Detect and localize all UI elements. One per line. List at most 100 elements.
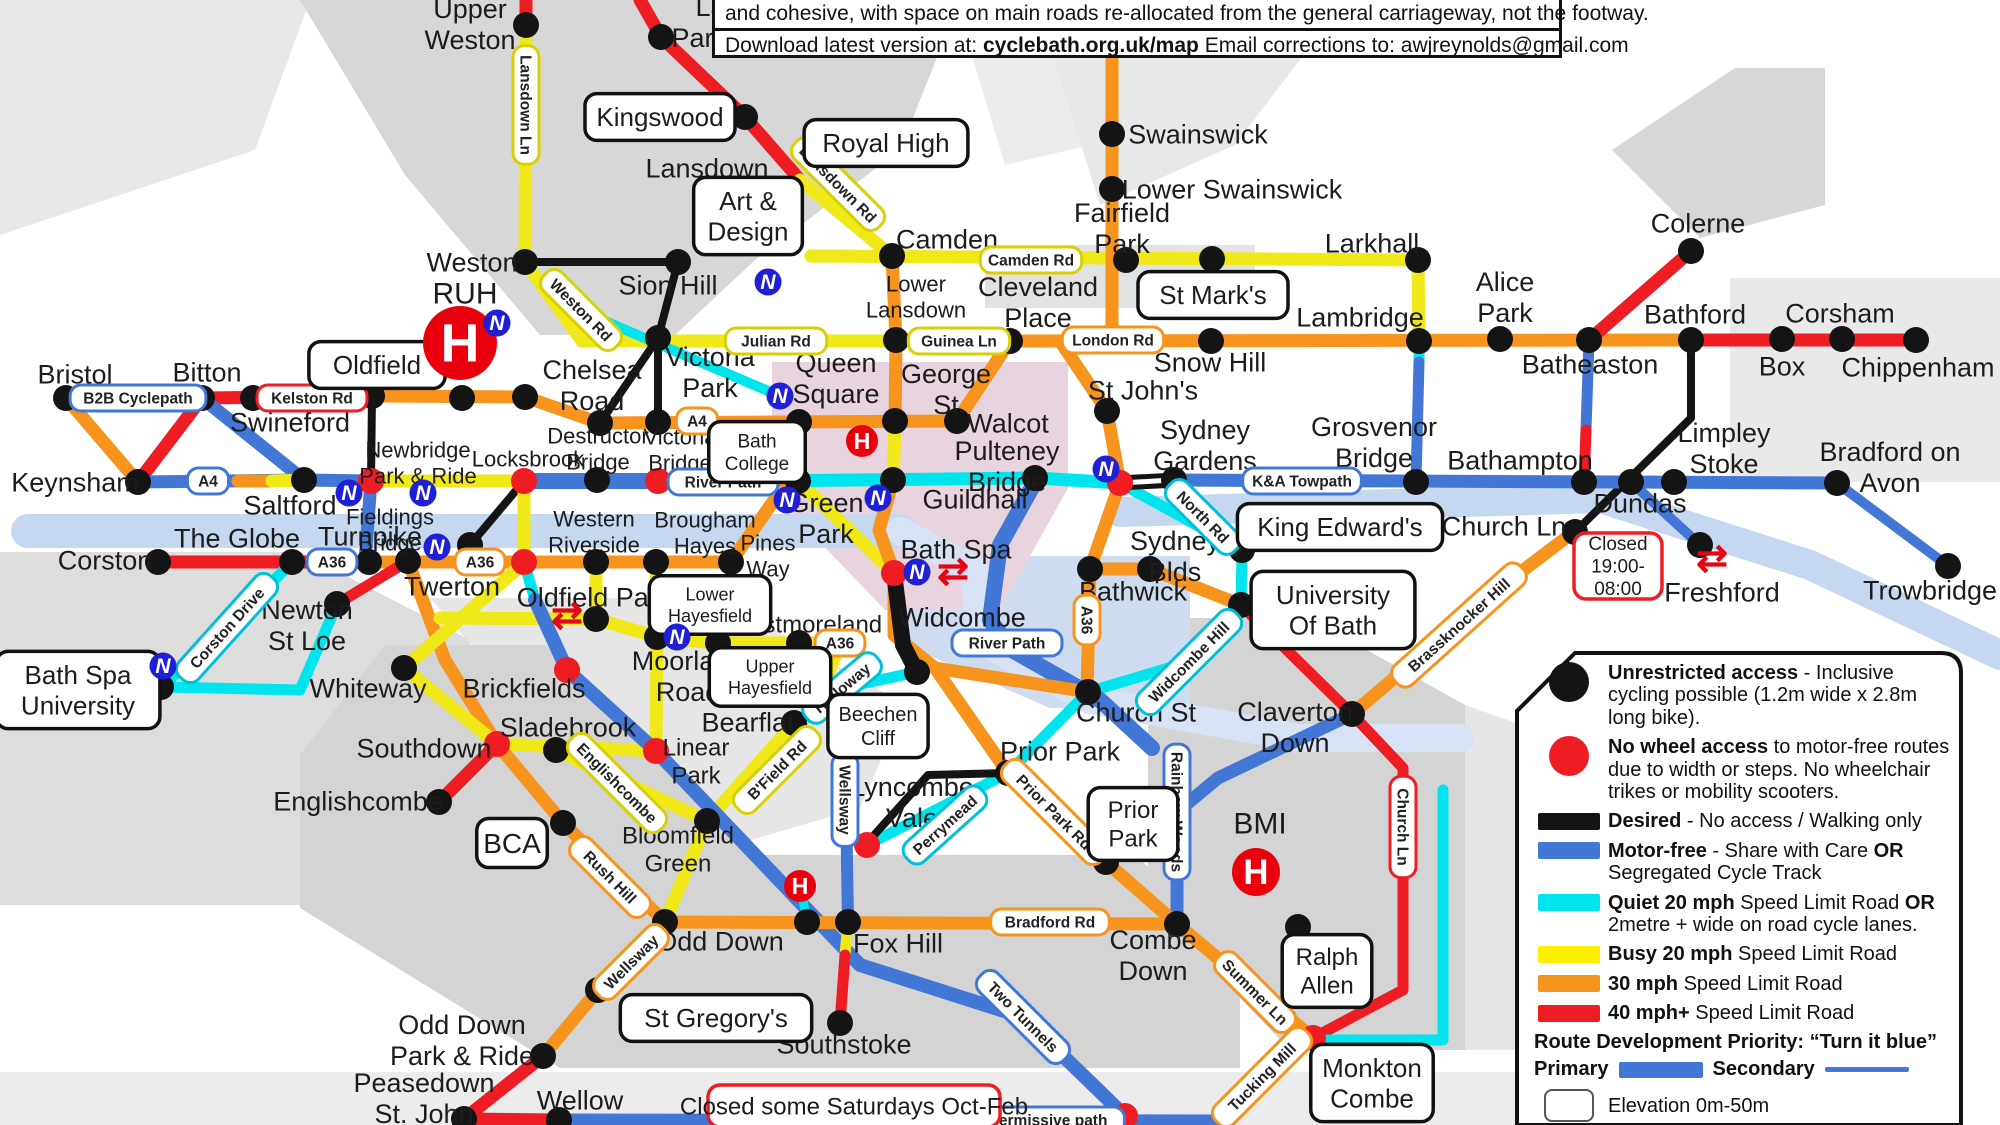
station-dot <box>694 808 720 834</box>
school-box-bg <box>1309 1042 1435 1124</box>
terrain-area <box>300 0 960 335</box>
rail-station-icon: ⇄ <box>551 595 583 637</box>
road-pill: Julian Rd <box>723 326 829 356</box>
route-line <box>358 474 378 569</box>
station-dot <box>550 810 576 836</box>
hospital-icon-letter: H <box>792 873 809 899</box>
text-run: Segregated Cycle Track <box>1608 862 1822 885</box>
road-pill-label: A36 <box>1078 606 1095 635</box>
station-dot <box>584 467 610 493</box>
ncn-icon-letter: N <box>772 385 788 408</box>
road-pill: Church Ln <box>1388 774 1418 880</box>
station-label: Gardens <box>1153 446 1257 476</box>
station-dot <box>1618 469 1644 495</box>
station-dot <box>512 384 538 410</box>
no-wheel-access-dot <box>554 657 580 683</box>
road-pill-bg <box>906 326 1012 356</box>
station-dot <box>1405 247 1431 273</box>
legend-elevation-row-0-swatch <box>1530 1089 1608 1123</box>
closure-notice-label: Closed some Saturdays Oct-Feb <box>680 1093 1028 1120</box>
school-box-bg <box>691 175 805 257</box>
station-label: Walcot <box>967 408 1049 438</box>
school-box-label: Upper <box>745 657 794 677</box>
legend-priority-title: Route Development Priority: “Turn it blu… <box>1534 1031 1937 1054</box>
station-dot <box>513 12 539 38</box>
station-label: Sion Hill <box>618 270 717 300</box>
school-box-bg <box>1235 501 1445 553</box>
station-dot <box>1137 556 1163 582</box>
legend-row-2-swatch <box>1530 810 1608 832</box>
legend-row-1-swatch <box>1530 736 1608 777</box>
station-label: Brougham <box>654 508 756 533</box>
road-pill-bg <box>174 571 280 685</box>
station-label: Down <box>1118 956 1187 986</box>
route-line <box>654 258 682 342</box>
primary-label: Primary <box>1534 1058 1609 1081</box>
station-label: Fox Hill <box>853 928 943 958</box>
station-dot <box>583 606 609 632</box>
station-dot <box>648 24 674 50</box>
text-run: Speed Limit Road <box>1689 1002 1855 1025</box>
station-label: Corston <box>58 545 153 575</box>
station-label: Limpley <box>1677 418 1771 448</box>
road-pill-label: A36 <box>318 555 347 572</box>
station-label: Park <box>671 762 721 789</box>
road-pill-label: A4 <box>198 474 218 491</box>
ncn-icon-letter: N <box>489 312 505 335</box>
station-label: Lansdown <box>866 298 966 323</box>
legend-row-0-text: Unrestricted access - Inclusive cycling … <box>1608 662 1950 729</box>
rail-station-icon: ⇄ <box>1696 538 1728 580</box>
ncn-icon-letter: N <box>341 482 357 505</box>
road-pill-bg <box>978 245 1084 275</box>
school-box-label: Ralph <box>1296 944 1359 971</box>
station-label: Pines <box>740 531 795 556</box>
station-label: Odd Down <box>656 926 784 956</box>
route-line <box>466 477 528 549</box>
route-line <box>1571 336 1695 536</box>
station-dot <box>1576 327 1602 353</box>
legend-row-4-swatch <box>1530 892 1608 914</box>
ncn-icon-letter: N <box>779 489 795 512</box>
station-dot <box>1099 121 1125 147</box>
school-box-label: Art & <box>719 186 777 216</box>
ncn-icon-letter: N <box>155 655 171 678</box>
station-dot <box>665 249 691 275</box>
route-line <box>432 737 504 809</box>
road-pill: B2B Cyclepath <box>68 383 208 413</box>
no-wheel-access-dot <box>854 832 880 858</box>
road-pill-bg <box>592 923 670 1001</box>
road-pill-label: London Rd <box>1072 333 1154 350</box>
route-line <box>331 555 414 610</box>
terrain-area <box>1612 68 1825 238</box>
hospital-icon-letter: H <box>441 314 480 374</box>
station-dot <box>395 548 421 574</box>
station-dot <box>1678 327 1704 353</box>
road-pill-label: Lansdown Ln <box>517 55 534 155</box>
road-pill-label: K&A Towpath <box>1252 474 1352 491</box>
road-pill-bg <box>989 907 1111 937</box>
route-line <box>863 769 1012 847</box>
school-box-label: Park <box>1108 826 1158 853</box>
road-pill-bg <box>1213 950 1297 1034</box>
legend-row-4: Quiet 20 mph Speed Limit Road OR 2metre … <box>1530 892 1950 937</box>
hospital-icon <box>1232 848 1280 896</box>
station-label: Newbridge <box>365 438 470 463</box>
school-box-label: Oldfield <box>333 350 421 380</box>
legend-elevation-row-0-text: Elevation 0m-50m <box>1608 1095 1950 1117</box>
school-box-label: King Edward's <box>1257 512 1422 542</box>
route-line <box>649 630 664 758</box>
station-dot <box>1406 328 1432 354</box>
station-dot <box>1099 176 1125 202</box>
secondary-bar-icon <box>1824 1067 1909 1073</box>
ncn-icon <box>663 623 691 651</box>
station-dot <box>1199 246 1225 272</box>
station-label: Down <box>1260 728 1329 758</box>
station-label: Claverton <box>1237 697 1353 727</box>
road-pill-label: A36 <box>466 555 495 572</box>
station-label: Sladebrook <box>500 712 637 742</box>
school-box-label: Prior <box>1108 797 1159 824</box>
station-label: Road <box>560 386 625 416</box>
ncn-icon-letter: N <box>760 271 776 294</box>
